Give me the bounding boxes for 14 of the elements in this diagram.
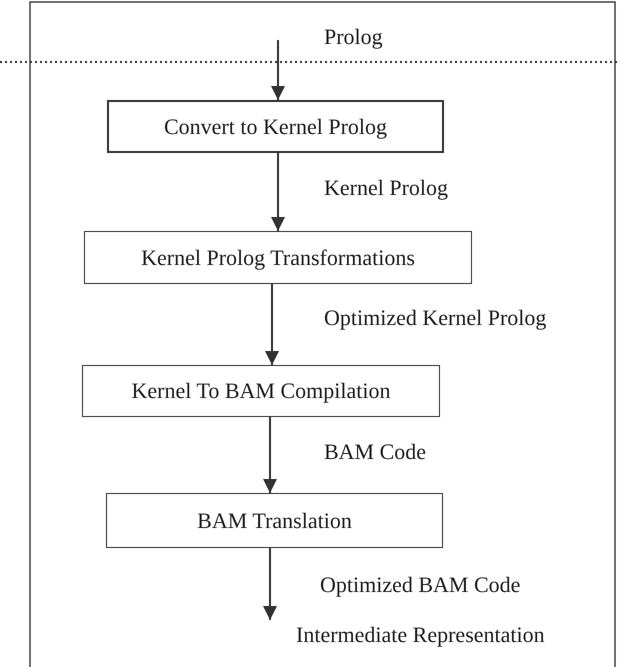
step-label: Kernel Prolog Transformations (141, 244, 415, 270)
process-box (82, 365, 440, 417)
process-box (84, 231, 472, 284)
step-label: BAM Translation (197, 508, 352, 534)
arrow (263, 548, 277, 620)
arrow (265, 284, 279, 365)
step-label: Kernel To BAM Compilation (132, 378, 390, 404)
output-label: Intermediate Representation (296, 622, 545, 648)
arrow (263, 417, 277, 493)
step-label: Convert to Kernel Prolog (164, 114, 388, 140)
process-box (107, 100, 444, 153)
process-box (106, 493, 443, 548)
arrow (271, 40, 285, 100)
arrow (271, 153, 285, 231)
